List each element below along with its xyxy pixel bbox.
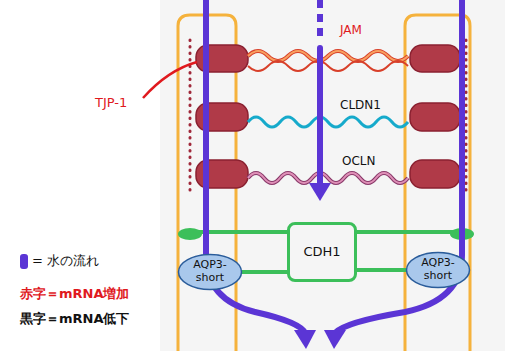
flow-arrowhead xyxy=(294,330,316,349)
protein-label: JAM xyxy=(340,24,362,38)
jam-strand xyxy=(248,51,408,61)
tjp-blob xyxy=(410,103,460,131)
note-label: 赤字＝mRNA増加 xyxy=(20,287,130,302)
tjp-blob xyxy=(410,45,460,72)
adhesion-blob xyxy=(178,228,202,240)
channel-ellipse: AQP3-short xyxy=(177,253,243,291)
adhesion-connector xyxy=(357,268,406,272)
note-label: 黒字＝mRNA低下 xyxy=(20,312,130,327)
adhesion-line xyxy=(196,230,288,234)
ellipse-shape xyxy=(179,255,242,290)
ocln-strand xyxy=(248,173,408,183)
flow-arrowhead xyxy=(309,183,331,201)
leader-line xyxy=(143,62,197,98)
protein-label: OCLN xyxy=(342,155,376,169)
legend: = 水の流れ xyxy=(20,252,99,270)
jam-strand xyxy=(248,51,408,61)
ellipse-shape xyxy=(407,253,470,288)
legend-swatch xyxy=(20,254,28,269)
node-text: AQP3-short xyxy=(187,259,233,284)
adhesion-line xyxy=(356,230,456,234)
water-flow xyxy=(317,48,323,186)
callout-label: TJP-1 xyxy=(95,96,127,111)
cldn1-strand xyxy=(248,117,408,127)
adhesion-connector xyxy=(242,270,287,274)
node-text: AQP3-short xyxy=(415,257,461,282)
legend-item: = 水の流れ xyxy=(20,252,99,270)
protein-label: CLDN1 xyxy=(340,99,381,113)
protein-box: CDH1 xyxy=(287,222,357,282)
legend-text: = 水の流れ xyxy=(32,252,99,270)
tjp-blob xyxy=(410,160,460,188)
node-text: CDH1 xyxy=(303,245,340,260)
jam-strand xyxy=(248,61,408,71)
channel-ellipse: AQP3-short xyxy=(405,251,471,289)
flow-arrowhead xyxy=(324,330,346,349)
background-panel xyxy=(160,0,505,351)
ocln-strand xyxy=(248,173,408,183)
water-flow xyxy=(317,0,323,40)
